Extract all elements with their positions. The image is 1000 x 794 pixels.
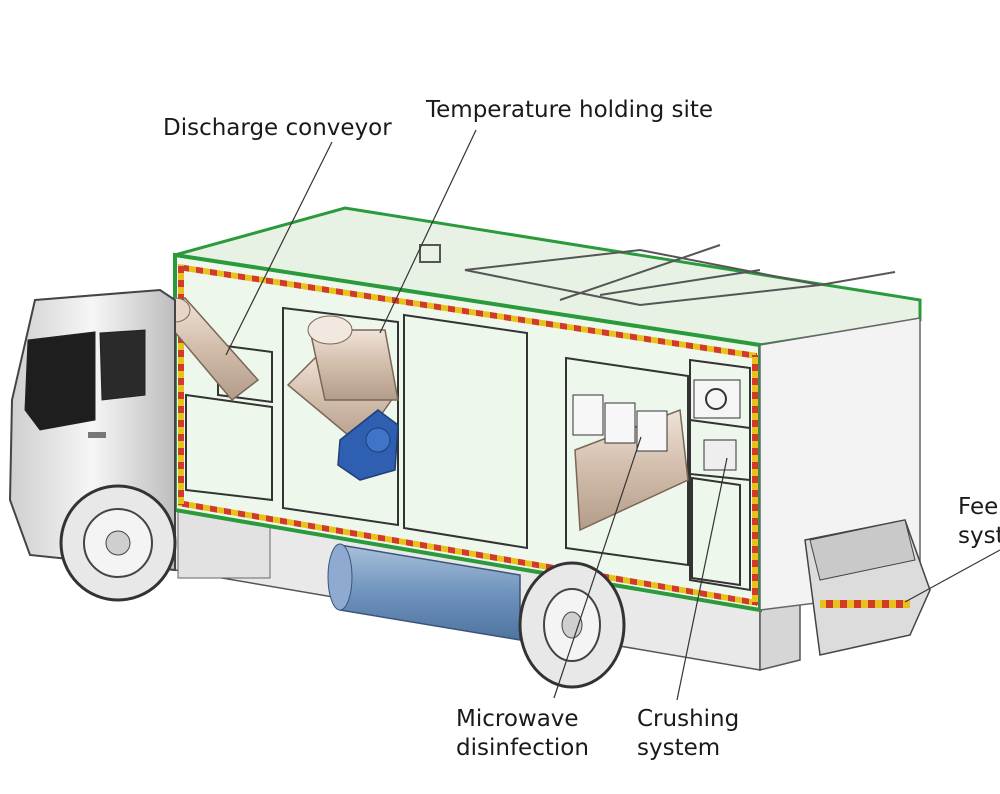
- label-crushing-line1: Crushing: [637, 706, 740, 732]
- compartments: [185, 306, 751, 592]
- label-temperature-holding-site: Temperature holding site: [426, 96, 713, 125]
- label-feeding-system: Fee syst: [958, 493, 1000, 551]
- container-body: [173, 206, 922, 613]
- leader-line-crushing: [676, 457, 728, 701]
- label-crushing-system: Crushing system: [637, 705, 739, 763]
- leader-line-temperature: [379, 129, 477, 334]
- label-feeding-line1: Fee: [958, 494, 999, 520]
- leader-lines: [225, 129, 1000, 701]
- feeding-hopper: [804, 519, 931, 656]
- label-discharge-conveyor: Discharge conveyor: [163, 114, 392, 143]
- crushing-unit: [693, 379, 741, 471]
- motor: [337, 409, 399, 481]
- front-wheel: [59, 484, 177, 602]
- microwave-units: [572, 394, 689, 532]
- roof-rack: [419, 244, 896, 307]
- label-microwave-disinfection: Microwave disinfection: [456, 705, 589, 763]
- rear-wheel: [518, 561, 626, 689]
- leader-line-discharge: [225, 141, 333, 356]
- leader-line-feeding: [904, 549, 1000, 603]
- label-feeding-line2: syst: [958, 523, 1000, 549]
- label-crushing-line2: system: [637, 735, 721, 761]
- leader-line-microwave: [553, 436, 642, 699]
- label-discharge-conveyor-text: Discharge conveyor: [163, 115, 392, 141]
- label-temperature-holding-site-text: Temperature holding site: [426, 97, 714, 123]
- label-microwave-line2: disinfection: [456, 735, 589, 761]
- label-microwave-line1: Microwave: [456, 706, 579, 732]
